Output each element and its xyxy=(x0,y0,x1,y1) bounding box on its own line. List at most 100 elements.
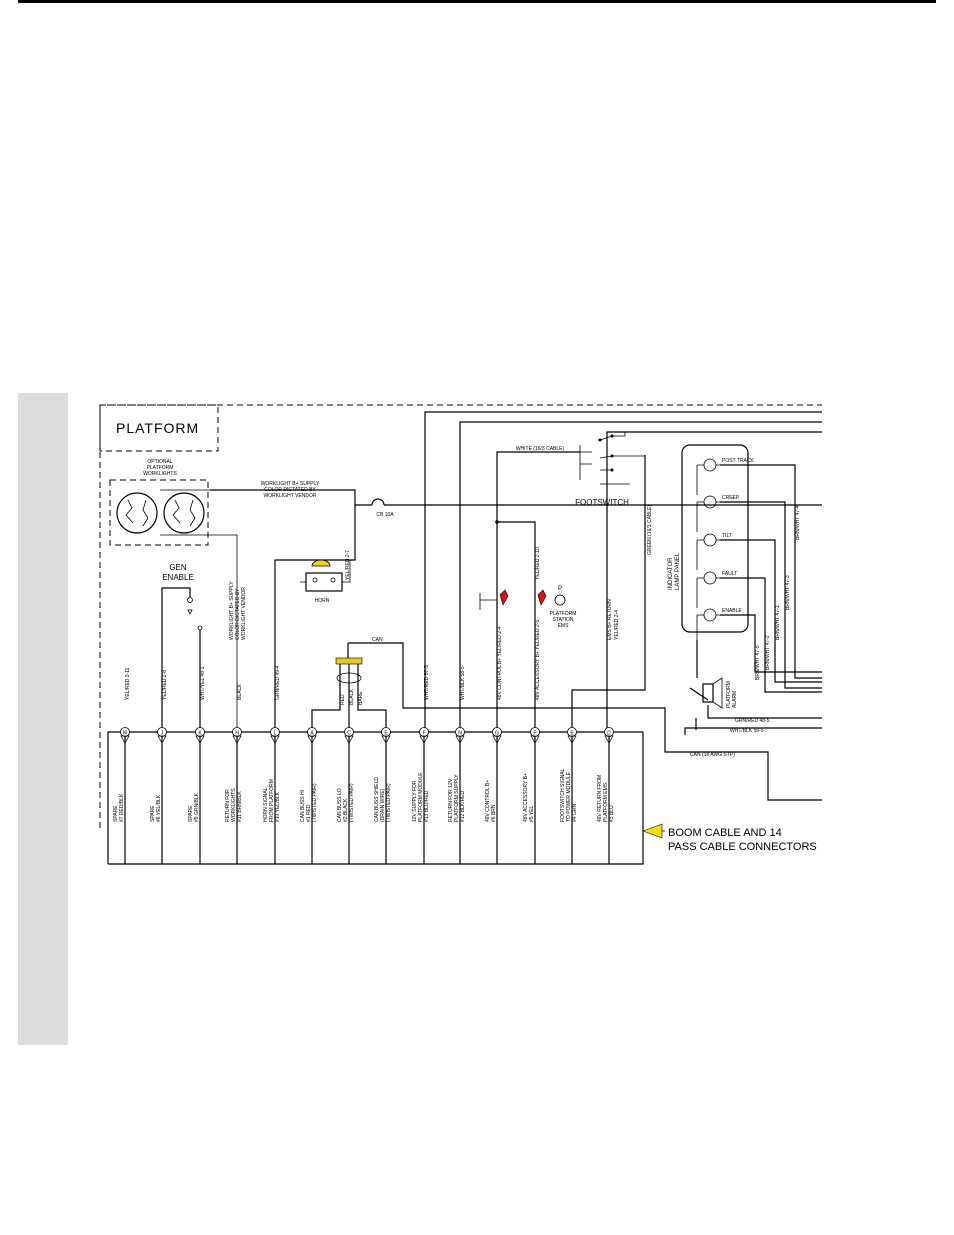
pin-circle xyxy=(232,727,242,737)
lamp-wire xyxy=(696,501,720,532)
right-wire-2: BRN/WHT 47-3 xyxy=(785,575,791,610)
wl-return-1: WORKLIGHT B+ SUPPLY xyxy=(229,581,235,640)
can-wire-bare: BARE xyxy=(358,691,364,705)
pin-circle xyxy=(530,727,540,737)
platform-title: PLATFORM xyxy=(116,420,199,436)
pin-arrow xyxy=(307,735,317,744)
pin-circle xyxy=(195,727,205,737)
worklights-label-1: OPTIONAL xyxy=(147,459,173,465)
gen-enable-label-1: GEN xyxy=(169,563,187,572)
worklights-label-3: WORKLIGHTS xyxy=(143,471,177,477)
pin-arrow xyxy=(344,735,354,744)
gen-enable-switch: GEN ENABLE xyxy=(161,563,203,728)
pin-circle xyxy=(567,727,577,737)
ems-label-3: EMS xyxy=(558,623,570,629)
platform-boundary xyxy=(99,404,822,828)
can-stp-label: CAN (18 AWG STP) xyxy=(690,752,735,758)
pin-letter: K xyxy=(198,731,202,737)
right-wire-1: BRN/WHT 47-4 xyxy=(795,505,801,540)
pin-letter: E xyxy=(570,731,574,737)
can-wire-red: RED xyxy=(340,694,346,705)
pin-label: FOOTSWITCH SIGNAL xyxy=(560,768,566,822)
pin-label: SPARE xyxy=(150,805,156,822)
footswitch-label: FOOTSWITCH xyxy=(575,498,629,507)
pin-arrow xyxy=(195,735,205,744)
pin-letter: H xyxy=(235,731,239,737)
top-rule xyxy=(18,0,936,3)
pin-label: #10 YEL/BLK xyxy=(275,791,281,822)
pin-label: TO POWER MODULE xyxy=(566,771,572,822)
pin-label: 48V ACCESSORY B+ xyxy=(523,773,529,822)
worklight-supply-1: WORKLIGHT B+ SUPPLY xyxy=(261,481,320,487)
pin-letter: D xyxy=(607,731,611,737)
pin-label: #12 BLK/RED xyxy=(460,790,466,822)
ems-p: P xyxy=(558,586,562,592)
pin-label: #8 YEL/BLK xyxy=(156,794,162,822)
pin-label: PLATFORM EMS xyxy=(603,782,609,822)
pin-label: SPARE xyxy=(188,805,194,822)
pin-letter: P xyxy=(533,731,537,737)
upper-wire-label: WHT/RED 57-5 xyxy=(424,665,430,700)
lamp-wire xyxy=(696,614,720,645)
upper-wire-label: YEL/RED 2-8 xyxy=(162,670,168,700)
pin-circle xyxy=(307,727,317,737)
pin-label: CAN BUSS SHIELD xyxy=(374,777,380,822)
lamp-label: TILT xyxy=(722,533,732,539)
platform-ems: P PLATFORM STATION EMS YEL/RED 2-10 EMS … xyxy=(479,520,620,728)
pin-label: #9 GRN/BLK xyxy=(194,792,200,822)
accessory-wire-label: YEL/RED 2-10 xyxy=(535,547,541,580)
lamp-indicator xyxy=(703,608,717,622)
pin-letter: J xyxy=(161,731,164,737)
indicator-label-1: INDICATOR xyxy=(668,557,674,590)
pin-label: SPARE xyxy=(113,805,119,822)
upper-wire-label: WHT/YEL 48-1 xyxy=(200,666,206,700)
worklight-supply-2: COLOR DICTATED BY xyxy=(264,487,316,493)
pin-letter: L xyxy=(274,731,277,737)
pin-label: PLATFORM MODULE xyxy=(418,772,424,822)
green-cable-label: GREEN (16/3 CABLE) xyxy=(647,505,653,555)
pin-letter: N xyxy=(458,731,462,737)
pin-label: RETURN FOR xyxy=(225,789,231,822)
pin-letter: E xyxy=(384,731,388,737)
upper-wire-label: 48V ACCESSORY B+ YEL/RED 2-5 xyxy=(535,620,541,700)
gen-enable-label-2: ENABLE xyxy=(162,573,194,582)
pin-letter: F xyxy=(422,731,425,737)
upper-wire-label: BLACK xyxy=(237,683,243,700)
right-wire-5: BRN/WHT 47-5 xyxy=(755,645,761,680)
pin-circle xyxy=(270,727,280,737)
boom-cable-2: PASS CABLE CONNECTORS xyxy=(668,841,817,853)
pin-circle xyxy=(381,727,391,737)
pin-label: #6 BRN xyxy=(491,804,497,822)
pin-letter: M xyxy=(123,731,127,737)
boom-cable-callout: BOOM CABLE AND 14 PASS CABLE CONNECTORS xyxy=(642,823,817,853)
indicator-label-2: LAMP PANEL xyxy=(675,552,681,590)
pin-arrow xyxy=(492,735,502,744)
pin-arrow xyxy=(567,735,577,744)
pin-label: #13 BLU/RED xyxy=(424,790,430,822)
lamp-wire xyxy=(696,464,720,495)
indicator-lamp-panel: INDICATOR LAMP PANEL POST TRACKCREEPTILT… xyxy=(668,444,754,645)
pin-label: #11 BRN/BLK xyxy=(237,791,243,822)
pin-circle xyxy=(157,727,167,737)
boom-cable-1: BOOM CABLE AND 14 xyxy=(668,827,782,839)
pin-label: WORKLIGHTS xyxy=(231,788,237,822)
upper-wire-label: YEL/RED 2-11 xyxy=(125,667,131,700)
pin-label: 12V SUPPLY FOR xyxy=(412,780,418,822)
pin-label: 48V CONTROL B+ xyxy=(485,780,491,822)
platform-alarm: PLATFORM ALARM xyxy=(702,677,738,709)
pin-arrow xyxy=(530,735,540,744)
right-wire-4: BRN/WHT 47-2 xyxy=(765,635,771,670)
pin-label: CAN BUSS LO xyxy=(337,788,343,822)
pin-label: (TWISTED PAIR) xyxy=(386,783,392,822)
footswitch: FOOTSWITCH WHITE (16/3 CABLE) GREEN (16/… xyxy=(496,432,653,728)
pin-circle xyxy=(604,727,614,737)
pin-arrow xyxy=(381,735,391,744)
upper-wire-label: GRN/RED 49-4 xyxy=(275,665,281,700)
lamp-label: FAULT xyxy=(722,571,737,577)
pin-circle xyxy=(344,727,354,737)
horn-label: HORN xyxy=(315,598,330,604)
grn-red-label: GRN/RED 48-5 xyxy=(735,718,770,724)
pin-letter: C xyxy=(347,731,351,737)
pin-circle xyxy=(120,727,130,737)
